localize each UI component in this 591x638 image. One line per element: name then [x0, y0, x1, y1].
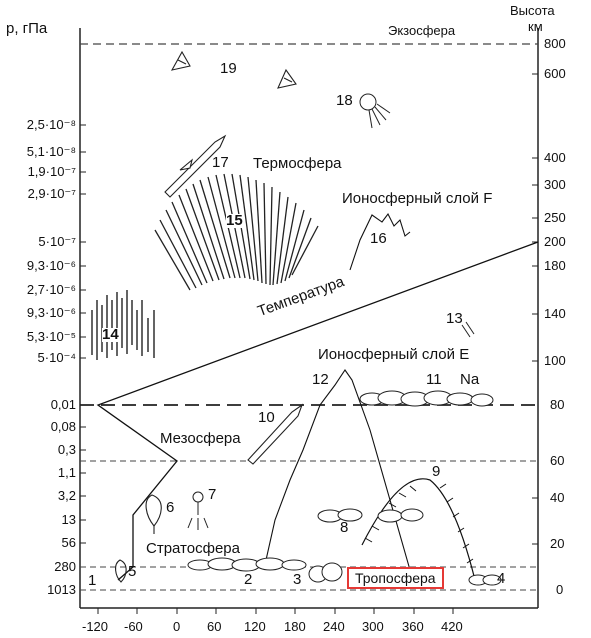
pressure-label: 56 [61, 535, 76, 550]
satellite-icon [170, 50, 297, 89]
height-label: 400 [544, 150, 566, 165]
height-label: 80 [550, 397, 565, 412]
cloud-4 [468, 574, 502, 586]
marker-16: 16 [370, 230, 387, 247]
cloud-11 [359, 390, 494, 407]
height-label: 140 [544, 306, 566, 321]
meteor-13 [461, 321, 475, 338]
right-ticks [532, 73, 538, 545]
cloud-2 [187, 557, 307, 572]
pressure-label: 13 [61, 512, 76, 527]
temperature-label: -60 [124, 619, 143, 634]
height-axis-title-line2: км [528, 19, 543, 34]
marker-11: 11 [426, 371, 442, 388]
height-label: 800 [544, 36, 566, 51]
cloud-3 [308, 562, 343, 583]
temperature-label: -120 [82, 619, 109, 634]
marker-2: 2 [244, 571, 253, 588]
height-label: 100 [544, 353, 566, 368]
pressure-label: 1013 [47, 582, 76, 597]
marker-4: 4 [497, 570, 506, 587]
pressure-label: 1,1 [57, 465, 76, 480]
marker-13: 13 [446, 310, 463, 327]
marker-18: 18 [336, 92, 353, 109]
marker-19: 19 [220, 60, 237, 77]
temperature-label: 60 [207, 619, 222, 634]
sodium-label: Na [460, 371, 480, 388]
pressure-label: 2,7·10⁻⁶ [26, 282, 76, 297]
ionosphere-e-profile [265, 369, 411, 571]
pressure-label: 280 [54, 559, 76, 574]
aurora-vertical [91, 290, 155, 360]
marker-6: 6 [166, 499, 175, 516]
balloon-5-icon [115, 559, 127, 583]
pressure-label: 2,5·10⁻⁸ [26, 117, 76, 132]
height-label: 200 [544, 234, 566, 249]
temperature-label: 420 [441, 619, 463, 634]
aurora-fan [154, 173, 319, 291]
temperature-label: 240 [323, 619, 345, 634]
marker-3: 3 [293, 571, 302, 588]
pressure-axis-title: р, гПа [6, 20, 48, 37]
temperature-label: 360 [402, 619, 424, 634]
temperature-label: 180 [284, 619, 306, 634]
stratosphere-label: Стратосфера [146, 540, 240, 557]
height-label: 20 [550, 536, 565, 551]
pressure-label: 2,9·10⁻⁷ [27, 186, 76, 201]
pressure-label: 5·10⁻⁷ [38, 234, 76, 249]
height-label: 300 [544, 177, 566, 192]
pressure-label: 1,9·10⁻⁷ [27, 164, 76, 179]
marker-15: 15 [226, 212, 243, 229]
ionosphere-f-wave [349, 212, 411, 271]
marker-5: 5 [128, 563, 137, 580]
rocket-trajectory-9 [361, 478, 476, 581]
marker-7: 7 [208, 486, 217, 503]
pressure-label: 0,01 [50, 397, 76, 412]
pressure-label: 5,3·10⁻⁵ [26, 329, 76, 344]
marker-8: 8 [340, 519, 349, 536]
height-label: 600 [544, 66, 566, 81]
height-label: 180 [544, 258, 566, 273]
sun-icon [359, 93, 391, 129]
exosphere-label: Экзосфера [388, 23, 456, 38]
rocket-17-icon [164, 134, 227, 198]
temperature-label: 0 [173, 619, 181, 634]
marker-1: 1 [88, 572, 97, 589]
pressure-label: 9,3·10⁻⁶ [26, 305, 76, 320]
pressure-label: 3,2 [57, 488, 76, 503]
pressure-label: 5·10⁻⁴ [37, 350, 76, 365]
rocket-10-icon [247, 403, 304, 465]
mesosphere-label: Мезосфера [160, 430, 241, 447]
marker-12: 12 [312, 371, 329, 388]
cloud-8 [317, 508, 424, 523]
troposphere-label: Тропосфера [347, 567, 444, 589]
thermosphere-label: Термосфера [253, 155, 342, 172]
marker-9: 9 [432, 463, 441, 480]
bottom-ticks [97, 608, 454, 614]
marker-14: 14 [102, 326, 119, 343]
temperature-curve [96, 241, 539, 581]
balloon-6-icon [145, 494, 162, 534]
pressure-label: 5,1·10⁻⁸ [26, 144, 76, 159]
radiosonde-7-icon [187, 491, 209, 530]
ionosphere-e-label: Ионосферный слой Е [318, 346, 470, 363]
pressure-label: 0,3 [57, 442, 76, 457]
marker-10: 10 [258, 409, 275, 426]
height-label: 250 [544, 210, 566, 225]
pressure-label: 0,08 [50, 419, 76, 434]
height-label: 0 [556, 582, 564, 597]
pressure-label: 9,3·10⁻⁶ [26, 258, 76, 273]
height-label: 40 [550, 490, 565, 505]
left-ticks [80, 124, 86, 544]
marker-17: 17 [212, 154, 229, 171]
height-axis-title-line1: Высота [510, 3, 555, 18]
temperature-label: 120 [244, 619, 266, 634]
temperature-label: 300 [362, 619, 384, 634]
height-label: 60 [550, 453, 565, 468]
ionosphere-f-label: Ионосферный слой F [342, 190, 493, 207]
